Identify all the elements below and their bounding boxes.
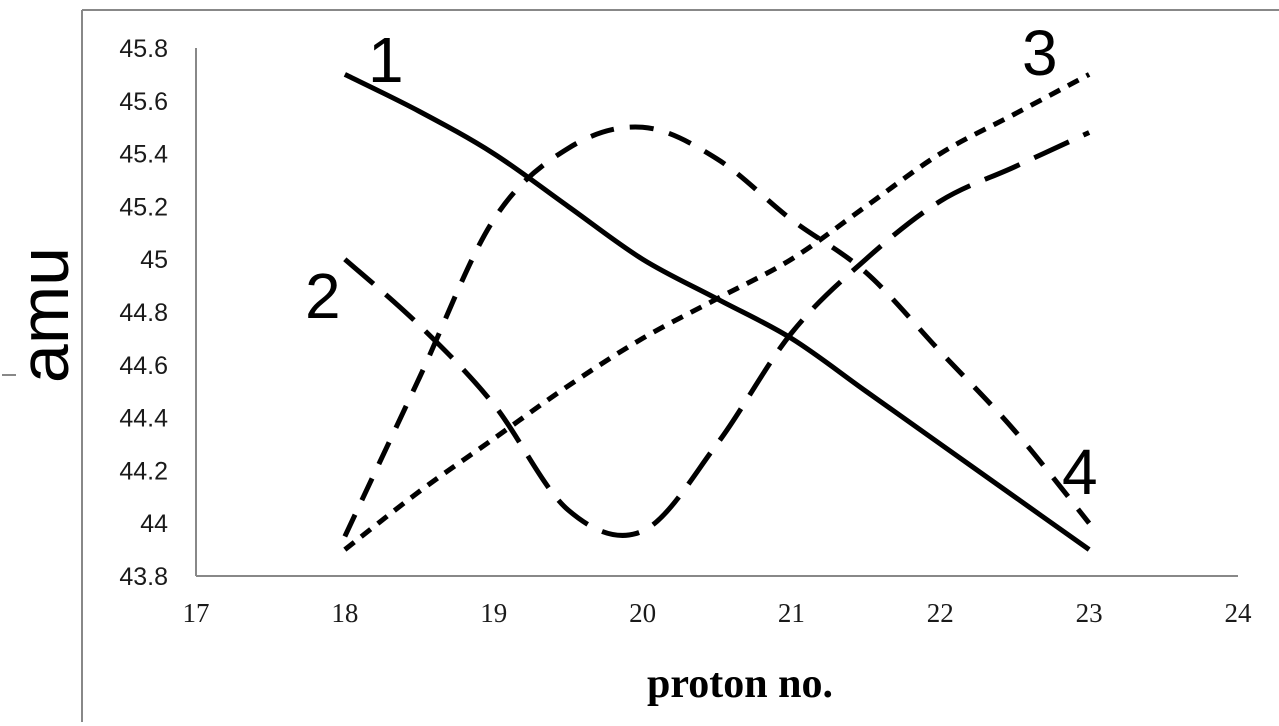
x-tick-label: 18 (331, 598, 358, 628)
series-label-3: 3 (1022, 17, 1058, 89)
x-tick-label: 19 (480, 598, 507, 628)
x-tick-label: 24 (1225, 598, 1253, 628)
y-tick-label: 43.8 (119, 563, 168, 591)
x-tick-label: 20 (629, 598, 656, 628)
y-tick-label: 45.4 (119, 141, 168, 169)
series-lines (342, 72, 1092, 552)
y-tick-label: 44.8 (119, 299, 168, 327)
series-line-2 (343, 130, 1091, 538)
y-tick-label: 44 (140, 510, 168, 538)
x-tick-label: 17 (183, 598, 210, 628)
y-tick-label: 44.4 (119, 405, 168, 433)
x-tick-label: 22 (927, 598, 954, 628)
x-tick-label: 23 (1076, 598, 1103, 628)
series-label-4: 4 (1062, 436, 1098, 508)
series-line-4 (342, 124, 1092, 538)
y-tick-labels: 43.8 44 44.2 44.4 44.6 44.8 45 45.2 45.4 45.6 45.8 (119, 35, 168, 591)
series-label-2: 2 (305, 260, 341, 332)
y-tick-label: 45.6 (119, 88, 168, 116)
y-tick-label: 44.6 (119, 352, 168, 380)
x-tick-labels: 17 18 19 20 21 22 23 24 (183, 598, 1253, 628)
series-line-1 (343, 72, 1091, 552)
x-axis-label: proton no. (647, 661, 833, 707)
series-line-3 (343, 72, 1091, 552)
y-axis-label: amu (5, 247, 83, 383)
y-tick-label: 45.2 (119, 193, 168, 221)
y-tick-label: 44.2 (119, 457, 168, 485)
y-tick-label: 45 (140, 246, 168, 274)
series-label-1: 1 (368, 24, 404, 96)
x-tick-label: 21 (778, 598, 805, 628)
y-tick-label: 45.8 (119, 35, 168, 63)
